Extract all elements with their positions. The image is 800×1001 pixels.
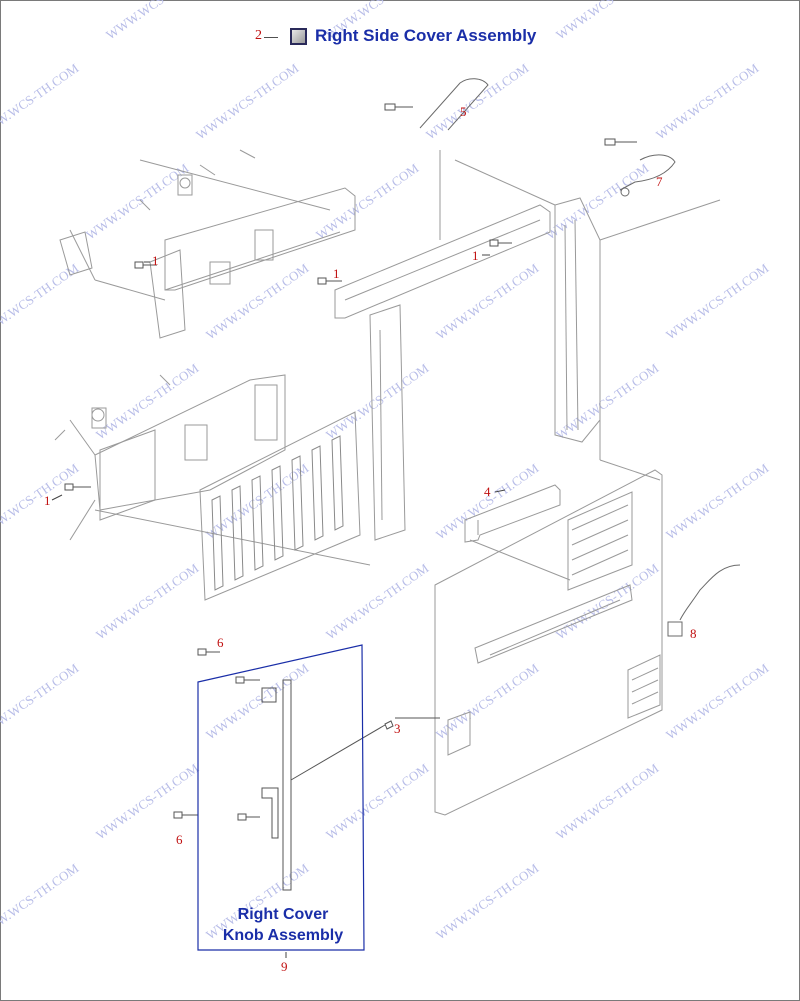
watermark-text: WWW.WCS-TH.COM (663, 460, 772, 542)
header-dash: — (264, 28, 278, 44)
upper-middle-bracket (334, 150, 556, 541)
callout-9: 9 (281, 959, 288, 974)
leader-lines (51, 254, 506, 958)
callout-1-middle: 1 (333, 266, 340, 281)
screws (64, 103, 637, 821)
watermark-text: WWW.WCS-TH.COM (83, 160, 192, 242)
watermark-text: WWW.WCS-TH.COM (543, 160, 652, 242)
watermark-text: WWW.WCS-TH.COM (553, 360, 662, 442)
watermark-text: WWW.WCS-TH.COM (0, 60, 82, 142)
watermark-text: WWW.WCS-TH.COM (323, 560, 432, 642)
callout-7: 7 (656, 174, 663, 189)
watermark-text: WWW.WCS-TH.COM (93, 560, 202, 642)
knob-label-line1: Right Cover (237, 906, 329, 923)
watermark-text: WWW.WCS-TH.COM (203, 660, 312, 742)
watermark-text: WWW.WCS-TH.COM (553, 0, 662, 42)
knob-assembly-box (197, 644, 365, 951)
wire-parts (419, 78, 676, 197)
callout-6-lower: 6 (176, 832, 183, 847)
watermark-text: WWW.WCS-TH.COM (103, 0, 212, 42)
watermark-text: WWW.WCS-TH.COM (203, 260, 312, 342)
callout-5: 5 (460, 104, 467, 119)
watermark-text: WWW.WCS-TH.COM (313, 160, 422, 242)
watermark-text: WWW.WCS-TH.COM (553, 760, 662, 842)
watermark-text: WWW.WCS-TH.COM (423, 60, 532, 142)
watermark-text: WWW.WCS-TH.COM (0, 460, 82, 542)
watermark-text: WWW.WCS-TH.COM (433, 460, 542, 542)
header: 2 — Right Side Cover Assembly (255, 26, 536, 46)
header-callout: 2 (255, 28, 262, 43)
knob-rod (261, 679, 440, 891)
callout-1-lower: 1 (44, 493, 51, 508)
watermark-text: WWW.WCS-TH.COM (0, 860, 82, 942)
right-vertical-rail (554, 197, 721, 481)
right-side-cover-panel (434, 469, 663, 816)
upper-left-rail (59, 149, 356, 339)
lower-left-feeder (54, 374, 371, 601)
watermark-text: WWW.WCS-TH.COM (203, 460, 312, 542)
feeder-fins (211, 435, 344, 591)
assembly-icon[interactable] (290, 27, 307, 45)
watermark-text: WWW.WCS-TH.COM (553, 560, 662, 642)
knob-label-line2: Knob Assembly (222, 927, 344, 944)
watermark-text: WWW.WCS-TH.COM (433, 260, 542, 342)
callout-6-upper: 6 (217, 635, 224, 650)
watermark-text: WWW.WCS-TH.COM (323, 360, 432, 442)
watermark-text: WWW.WCS-TH.COM (0, 660, 82, 742)
part-4-bracket (464, 484, 571, 581)
watermark-text: WWW.WCS-TH.COM (663, 660, 772, 742)
watermark-text: WWW.WCS-TH.COM (663, 260, 772, 342)
watermark-text: WWW.WCS-TH.COM (433, 860, 542, 942)
watermark-text: WWW.WCS-TH.COM (93, 760, 202, 842)
watermark-text: WWW.WCS-TH.COM (323, 760, 432, 842)
part-8-harness (667, 564, 741, 637)
callout-4: 4 (484, 484, 491, 499)
watermark-text: WWW.WCS-TH.COM (193, 60, 302, 142)
knob-assembly-label[interactable]: Right Cover Knob Assembly (203, 904, 363, 946)
watermark-text: WWW.WCS-TH.COM (433, 660, 542, 742)
watermark-text: WWW.WCS-TH.COM (653, 60, 762, 142)
page-title[interactable]: Right Side Cover Assembly (315, 26, 537, 45)
callout-1-right: 1 (472, 248, 479, 263)
callout-8: 8 (690, 626, 697, 641)
callout-3-lower: 3 (394, 721, 401, 736)
callout-1-left: 1 (152, 253, 159, 268)
